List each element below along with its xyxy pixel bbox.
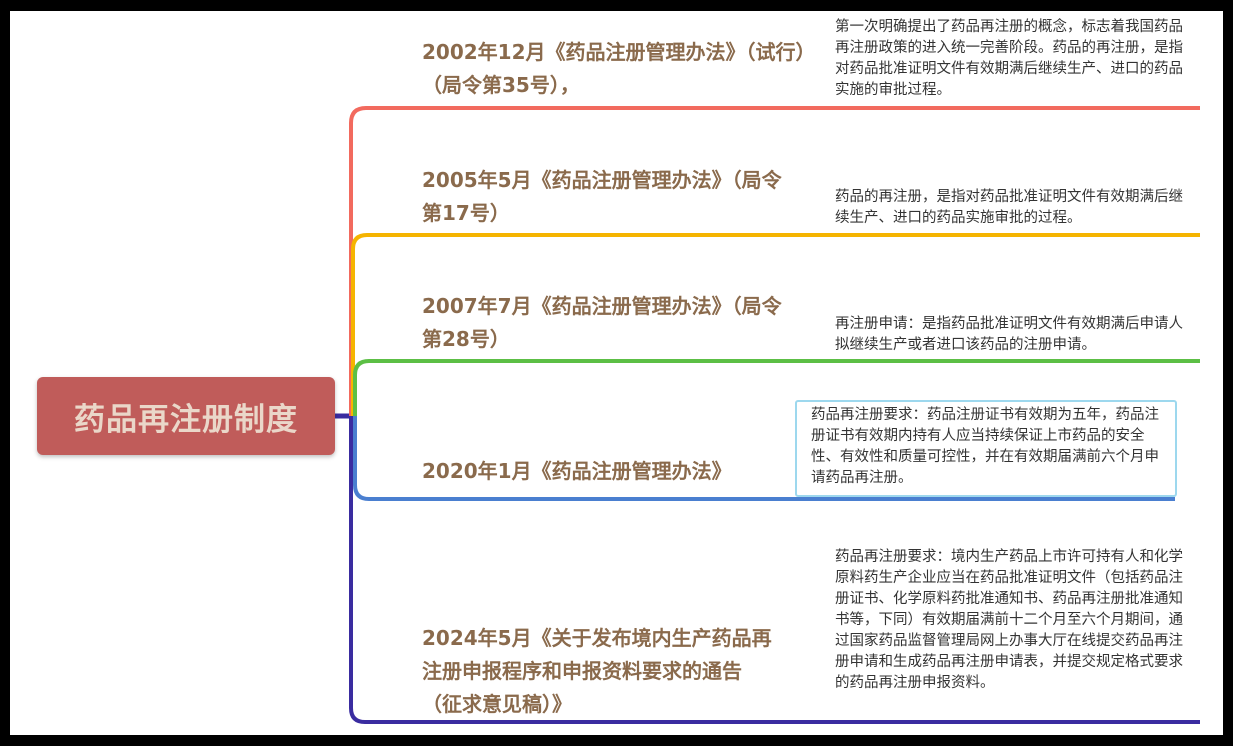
branch-desc-5: 药品再注册要求：境内生产药品上市许可持有人和化学原料药生产企业应当在药品批准证明… [835, 549, 1183, 691]
branch-title-3: 2007年7月《药品注册管理办法》（局令第28号） [422, 294, 782, 351]
branch-title-4: 2020年1月《药品注册管理办法》 [422, 459, 732, 483]
branch-title-5: 2024年5月《关于发布境内生产药品再注册申报程序和申报资料要求的通告（征求意见… [422, 626, 772, 716]
branch-desc-2: 药品的再注册，是指对药品批准证明文件有效期满后继续生产、进口的药品实施审批的过程… [835, 189, 1183, 226]
branch-desc-4: 药品再注册要求：药品注册证书有效期为五年，药品注册证书有效期内持有人应当持续保证… [795, 400, 1177, 497]
branch-line-1 [349, 106, 1200, 416]
root-label: 药品再注册制度 [74, 401, 298, 438]
mind-map: 药品再注册制度 2002年12月《药品注册管理办法》（试行）（局令第35号）， … [10, 11, 1223, 735]
branch-line-3 [353, 359, 1200, 416]
branch-desc-1: 第一次明确提出了药品再注册的概念，标志着我国药品再注册政策的进入统一完善阶段。药… [835, 19, 1183, 98]
branch-title-1: 2002年12月《药品注册管理办法》（试行）（局令第35号）， [422, 40, 806, 97]
root-node: 药品再注册制度 [37, 377, 335, 455]
branch-desc-3: 再注册申请：是指药品批准证明文件有效期满后申请人拟继续生产或者进口该药品的注册申… [835, 316, 1183, 353]
branch-line-2 [351, 233, 1200, 416]
branch-line-5 [349, 416, 1200, 724]
branch-line-4 [353, 416, 1175, 501]
connector-lines [335, 106, 1200, 724]
branch-title-2: 2005年5月《药品注册管理办法》（局令第17号） [422, 168, 782, 225]
